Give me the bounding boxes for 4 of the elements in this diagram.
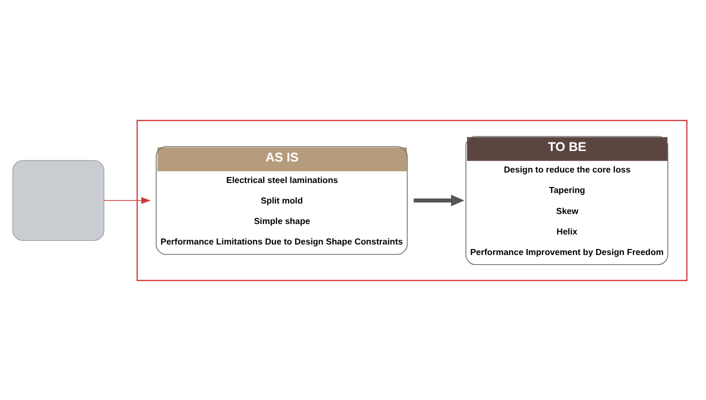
arrow bbox=[414, 194, 464, 206]
cluster bbox=[136, 119, 688, 281]
arrow bbox=[104, 196, 151, 204]
node-box bbox=[12, 160, 104, 240]
